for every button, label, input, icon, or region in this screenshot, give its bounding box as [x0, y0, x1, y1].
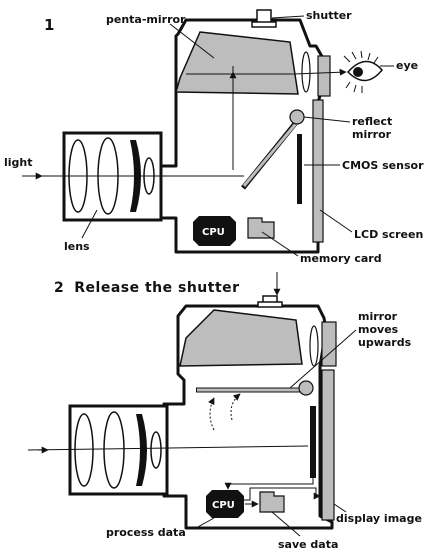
step2-cpu-to-lcd-arrow — [244, 487, 321, 501]
step2-display-image-label: display image — [336, 512, 422, 525]
step1-mirror-hinge-icon — [289, 109, 305, 125]
step1-lens-label: lens — [64, 240, 90, 253]
step1-cmos-sensor-label: CMOS sensor — [342, 159, 424, 172]
step1-shutter-label: shutter — [306, 9, 352, 22]
step1-penta-mirror-label: penta-mirror — [106, 13, 186, 26]
step1-reflect-mirror-icon — [242, 120, 300, 187]
step1-lcd-screen-icon — [312, 99, 324, 243]
step2-mirror-label-2: moves — [358, 323, 399, 336]
step2-eyepiece-icon — [309, 325, 319, 367]
step1-cpu-chip-icon: CPU — [193, 216, 236, 246]
step2-cpu-chip-icon: CPU — [206, 490, 244, 518]
step1-diagram: 1 CPU — [4, 9, 424, 265]
step1-eyecup-icon — [317, 55, 331, 97]
step1-lcd-leader — [319, 209, 353, 233]
step2-eyecup-icon — [321, 321, 337, 367]
step2-cmos-sensor-icon — [310, 406, 316, 478]
step2-heading-text: Release the shutter — [74, 280, 239, 296]
step2-penta-mirror-icon — [179, 309, 303, 367]
step2-diagram: 2 Release the shutter CPU — [27, 272, 422, 551]
step2-process-data-label: process data — [106, 526, 186, 539]
step1-shutter-base-icon — [251, 21, 277, 28]
step1-reflect-leader — [303, 116, 351, 123]
step2-mirror-hinge-icon — [298, 380, 314, 396]
step1-memory-card-label: memory card — [300, 252, 382, 265]
step1-memory-leader — [261, 231, 299, 257]
step2-cpu-label: CPU — [212, 500, 235, 511]
step2-number: 2 — [54, 280, 64, 296]
step2-heading: 2 Release the shutter — [54, 280, 240, 296]
step1-eyepiece-icon — [301, 51, 311, 93]
step1-cpu-label: CPU — [202, 227, 225, 238]
step1-cmos-sensor-icon — [297, 134, 302, 204]
eye-icon — [343, 50, 383, 93]
step2-save-leader — [271, 511, 301, 537]
step1-penta-mirror-icon — [175, 31, 299, 95]
step1-memory-card-icon — [247, 217, 275, 239]
step2-lens-icon — [68, 404, 169, 496]
step2-process-leader — [195, 517, 215, 529]
step2-display-leader — [333, 503, 347, 513]
step1-view-arrow — [293, 68, 347, 76]
step1-lcd-screen-label: LCD screen — [354, 228, 423, 241]
step2-light-ray — [27, 445, 309, 451]
step1-light-label: light — [4, 156, 33, 169]
step2-shutter-base-icon — [257, 301, 283, 308]
step1-eye-label: eye — [396, 59, 418, 72]
step2-mirror-leader — [289, 329, 357, 389]
step1-reflect-label-2: mirror — [352, 128, 392, 141]
step2-mirror-label-3: upwards — [358, 336, 412, 349]
step1-penta-leader — [169, 23, 215, 59]
step2-memory-card-icon — [259, 491, 285, 513]
step2-lcd-screen-icon — [321, 369, 335, 521]
step1-number: 1 — [44, 16, 54, 34]
step1-lens-leader — [81, 209, 98, 239]
step2-motion-arrow-1 — [208, 397, 215, 431]
step1-shutter-leader — [271, 15, 305, 19]
step2-sensor-to-cpu-arrow — [224, 478, 314, 490]
step2-mirror-label-1: mirror — [358, 310, 398, 323]
step1-reflect-label-1: reflect — [352, 115, 392, 128]
step2-save-data-label: save data — [278, 538, 338, 551]
